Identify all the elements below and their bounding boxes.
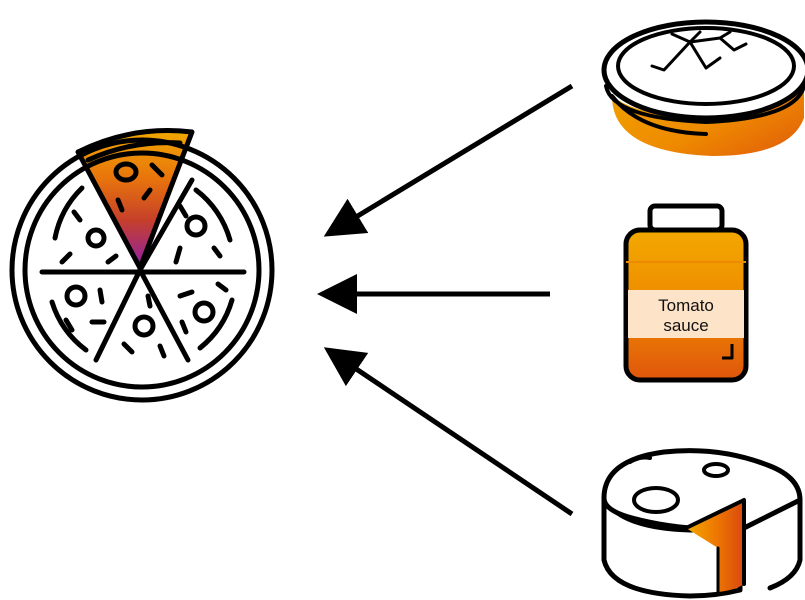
- arrow-dough-to-pizza: [323, 83, 574, 237]
- arrows: [317, 83, 574, 517]
- pizza-outer-ring: [9, 137, 275, 403]
- jar-label-line1: Tomato: [658, 296, 714, 315]
- dough-base-icon: [601, 19, 805, 156]
- pizza-slice-outline: [75, 128, 195, 271]
- pizza-icon: [9, 128, 275, 403]
- pizza-slice-highlight: [78, 130, 192, 268]
- jar-lid: [647, 203, 725, 233]
- jar-label: [628, 290, 744, 338]
- jar-label-line2: sauce: [663, 316, 708, 335]
- cheese-wheel-icon: [601, 448, 803, 599]
- arrow-cheese-to-pizza: [323, 347, 574, 517]
- tomato-sauce-jar-icon: Tomato sauce: [623, 203, 749, 383]
- pizza-inner-ring: [22, 150, 262, 390]
